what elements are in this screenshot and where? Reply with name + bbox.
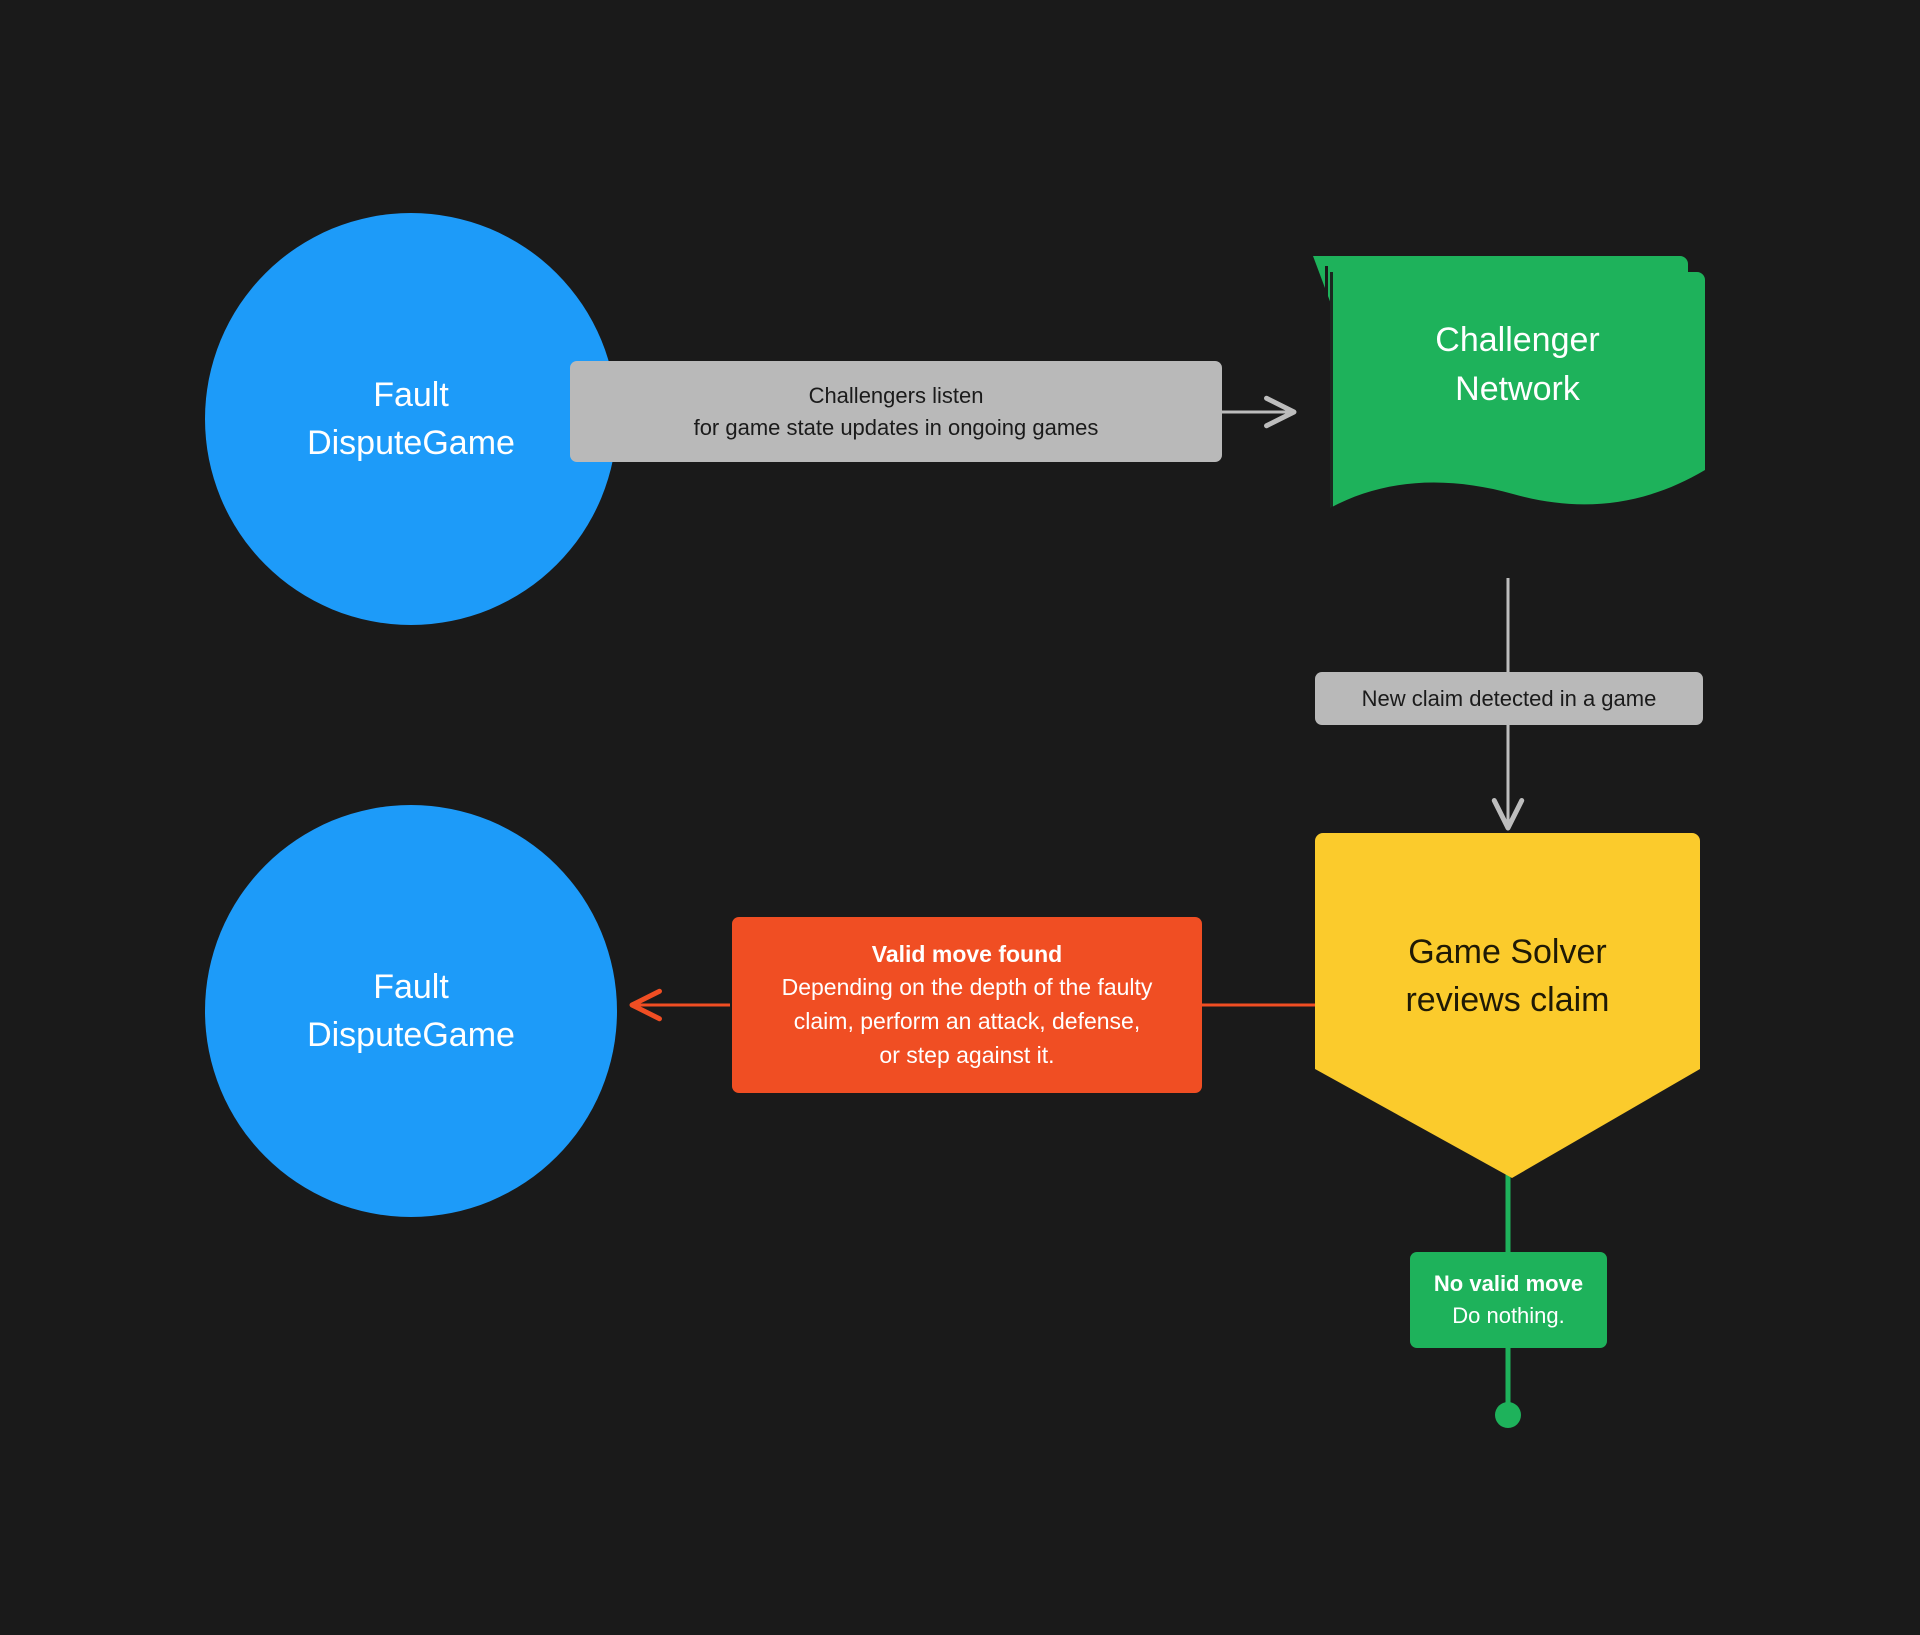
edge-label-line-1: Challengers listen (808, 383, 984, 409)
node-label: Challenger Network (1435, 321, 1600, 408)
edge-label-text: New claim detected in a game (1361, 685, 1657, 711)
node-game-solver[interactable]: Game Solver reviews claim (1315, 833, 1700, 1178)
node-fault-dispute-game-top[interactable]: Fault DisputeGame (205, 213, 617, 625)
stacked-document-icon (1313, 256, 1705, 508)
node-label: Fault DisputeGame (307, 967, 515, 1054)
edge-label-line-2: for game state updates in ongoing games (693, 414, 1099, 440)
edge-label-body: Depending on the depth of the faulty cla… (781, 974, 1153, 1068)
node-label: Fault DisputeGame (307, 375, 515, 462)
node-label: Game Solver reviews claim (1405, 932, 1610, 1019)
edge-label-new-claim-detected[interactable]: New claim detected in a game (1315, 672, 1703, 725)
pentagon-down-shape (1315, 833, 1700, 1178)
edge-label-valid-move-found[interactable]: Valid move found Depending on the depth … (732, 917, 1202, 1093)
terminator-dot-shape (1495, 1402, 1521, 1428)
edge-label-heading: No valid move (1433, 1270, 1584, 1296)
edge-label-no-valid-move[interactable]: No valid move Do nothing. (1410, 1252, 1607, 1348)
edge-label-heading: Valid move found (871, 940, 1063, 967)
node-challenger-network[interactable]: Challenger Network (1305, 248, 1705, 508)
edge-label-body: Do nothing. (1452, 1303, 1565, 1328)
node-fault-dispute-game-bottom[interactable]: Fault DisputeGame (205, 805, 617, 1217)
edge-label-challengers-listen[interactable]: Challengers listen for game state update… (570, 361, 1222, 462)
